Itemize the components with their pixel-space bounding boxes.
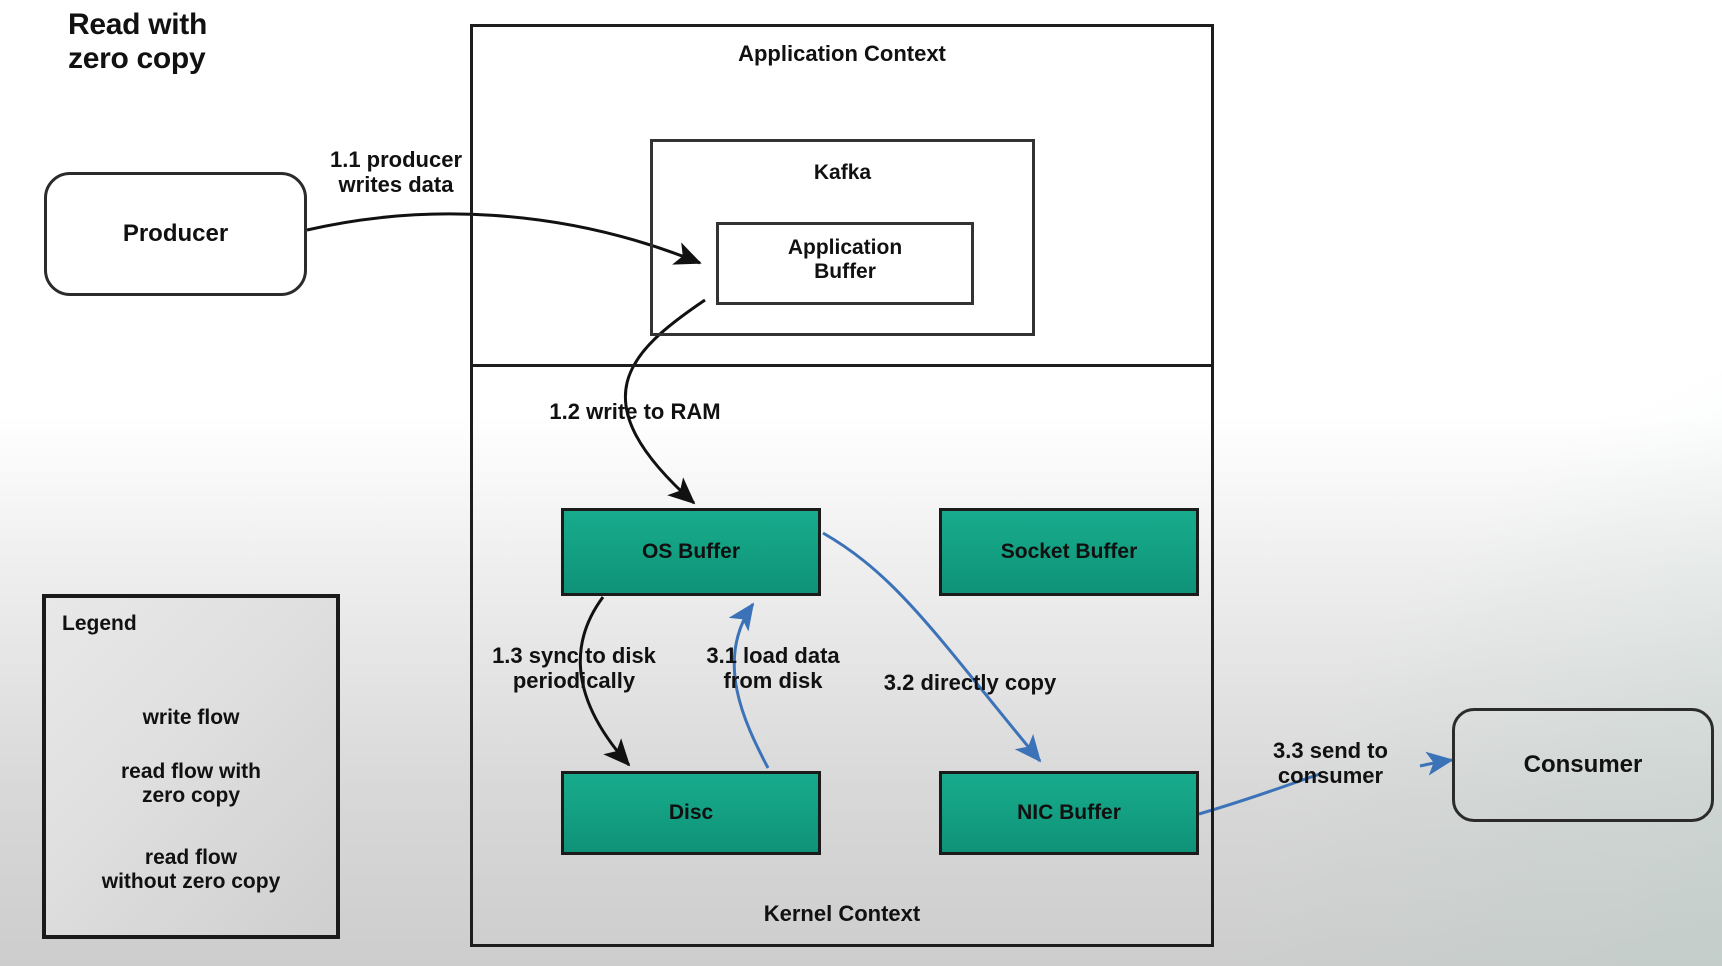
flow-arrow-3-3-head (1419, 751, 1454, 776)
os-buffer-node: OS Buffer (561, 508, 821, 596)
kafka-label: Kafka (813, 161, 872, 184)
flow-label-1-1: 1.1 producer writes data (329, 147, 463, 197)
nic-buffer-node: NIC Buffer (939, 771, 1199, 855)
application-context-label: Application Context (738, 41, 946, 66)
legend-item-read-flow-zero-copy: read flow with zero copy (120, 760, 261, 807)
disc-label: Disc (668, 801, 714, 824)
page-title: Read with zero copy (68, 8, 207, 75)
legend-title: Legend (62, 612, 137, 635)
kernel-context-label: Kernel Context (763, 901, 921, 926)
kafka-box (650, 139, 1035, 336)
producer-node: Producer (44, 172, 307, 296)
context-divider (470, 364, 1214, 367)
flow-label-3-2: 3.2 directly copy (883, 670, 1057, 695)
flow-label-1-2: 1.2 write to RAM (549, 399, 721, 424)
disc-node: Disc (561, 771, 821, 855)
flow-label-3-3: 3.3 send to consumer (1273, 738, 1388, 788)
socket-buffer-node: Socket Buffer (939, 508, 1199, 596)
flow-label-3-1: 3.1 load data from disk (706, 643, 840, 693)
legend-box (42, 594, 340, 939)
flow-label-1-3: 1.3 sync to disk periodically (492, 643, 656, 693)
legend-item-read-flow-without-zero-copy: read flow without zero copy (101, 846, 281, 893)
legend-item-write-flow: write flow (142, 706, 240, 729)
application-buffer-box (716, 222, 974, 305)
producer-label: Producer (122, 220, 229, 247)
os-buffer-label: OS Buffer (641, 540, 740, 563)
context-outer-frame (470, 24, 1214, 947)
socket-buffer-label: Socket Buffer (1000, 540, 1138, 563)
application-buffer-label: Application Buffer (787, 236, 903, 283)
consumer-label: Consumer (1523, 751, 1643, 778)
consumer-node: Consumer (1452, 708, 1714, 822)
nic-buffer-label: NIC Buffer (1017, 801, 1121, 824)
